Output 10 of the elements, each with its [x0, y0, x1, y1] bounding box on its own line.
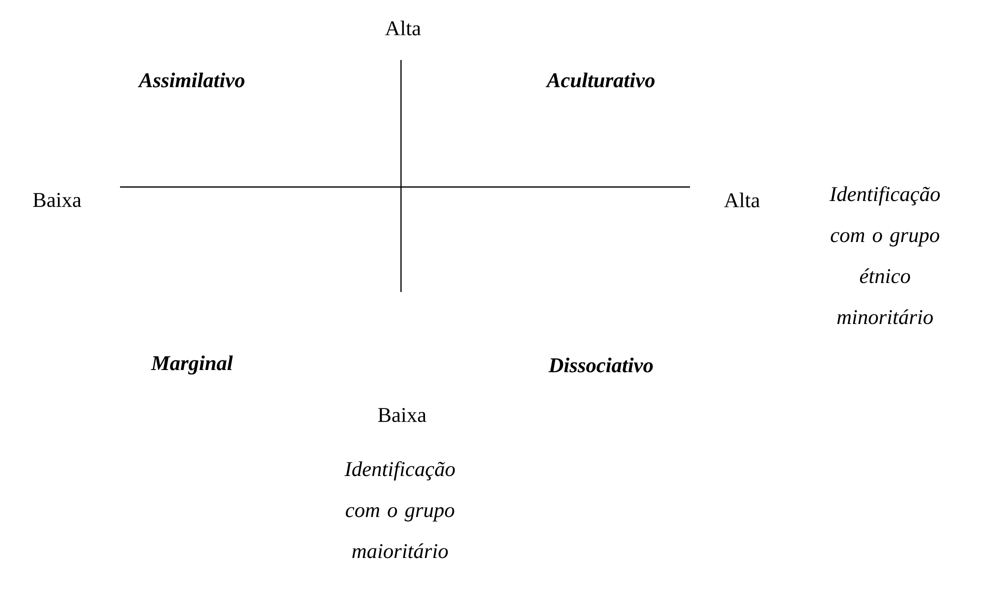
axis-value-label: Baixa [378, 408, 426, 422]
axis-title: Identificação com o grupo maioritário [344, 461, 455, 558]
axis-title: Identificação com o grupo étnico minoritário [830, 186, 940, 324]
axis-value-label: Alta [724, 192, 760, 208]
quadrant-label: Marginal [150, 355, 233, 375]
quadrant-label: Aculturativo [546, 72, 655, 88]
quadrant-label: Assimilativo [138, 72, 244, 88]
axis-value-label: Alta [385, 20, 421, 36]
axis-value-label: Baixa [33, 192, 82, 208]
quadrant-label: Dissociativo [548, 358, 653, 372]
